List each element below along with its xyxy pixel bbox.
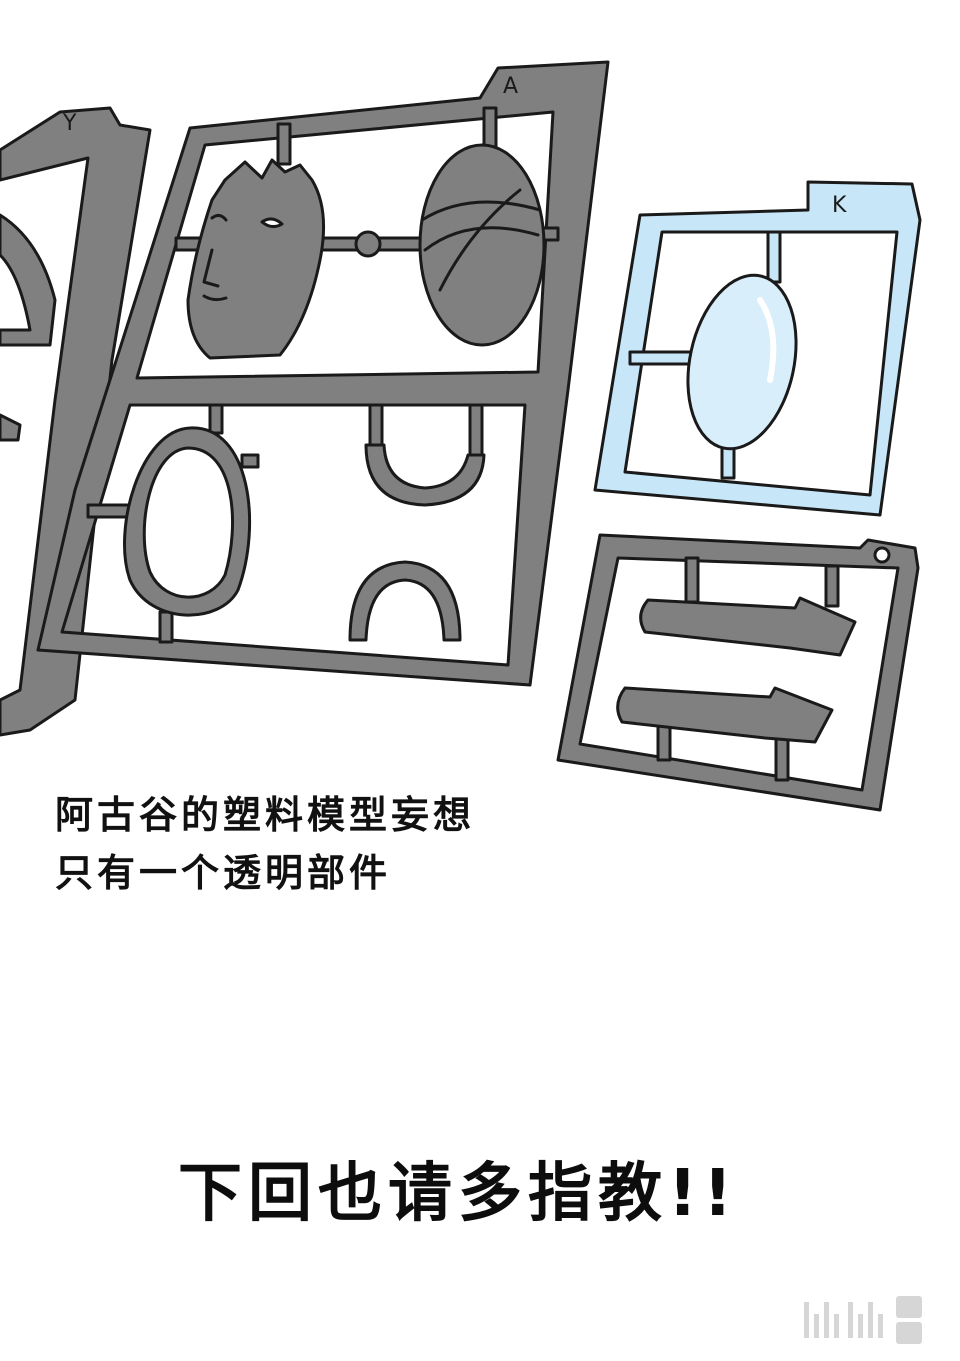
barrel-part-2 xyxy=(616,686,834,744)
caption-line-1: 阿古谷的塑料模型妄想 xyxy=(55,793,476,837)
runner-k-clear xyxy=(593,180,922,517)
bilibili-comics-watermark xyxy=(804,1296,922,1344)
closing-message: 下回也请多指教!! xyxy=(178,1157,739,1231)
head-back-part xyxy=(418,143,546,347)
barrel-part-1 xyxy=(639,596,857,657)
runner-bottom-right-gates xyxy=(656,556,840,782)
head-part xyxy=(186,158,326,360)
runner-tag-y: Y xyxy=(62,111,77,136)
runner-tag-k: K xyxy=(832,193,847,218)
runner-tag-a: A xyxy=(503,74,518,99)
runner-bottom-right xyxy=(556,533,920,812)
runner-y xyxy=(0,106,152,737)
u-bracket-part xyxy=(364,443,486,507)
runner-a-gates-bottom xyxy=(86,403,484,644)
arch-part xyxy=(348,560,462,642)
caption-line-2: 只有一个透明部件 xyxy=(55,851,392,895)
oval-ring-part xyxy=(123,426,252,617)
clear-lens-part xyxy=(686,273,798,451)
runner-hook-hole xyxy=(873,546,891,564)
runner-a xyxy=(36,60,610,687)
